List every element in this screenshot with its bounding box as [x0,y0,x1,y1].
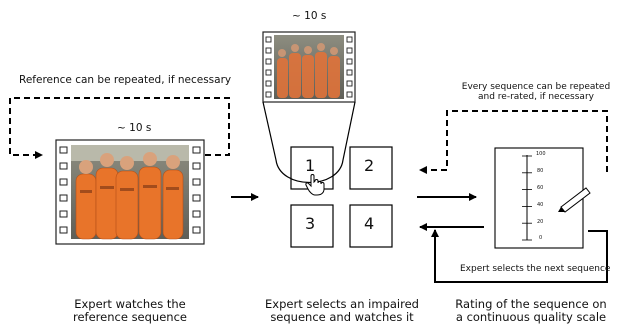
caption-rating: Rating of the sequence on a continuous q… [447,297,615,324]
selection-grid [290,146,393,248]
scale-tick-20: 20 [537,219,544,225]
scale-tick-80: 80 [537,168,544,174]
magnifier-funnel [262,101,356,183]
sequence-repeat-line-1: Every sequence can be repeated [461,82,611,92]
scale-tick-60: 60 [537,185,544,191]
sequence-repeat-loop [419,110,608,174]
caption-reference-line-1: Expert watches the [74,297,186,311]
sequence-box-2[interactable] [349,146,393,190]
grid-cell-label-1: 1 [305,156,316,175]
pen-icon [558,187,591,213]
impaired-duration-label: ~ 10 s [292,10,327,22]
reference-repeat-label: Reference can be repeated, if necessary [19,74,232,86]
caption-reference: Expert watches the reference sequence [45,297,215,324]
caption-selection-line-2: sequence and watches it [270,310,414,324]
caption-selection: Expert selects an impaired sequence and … [248,297,436,324]
rating-sheet [494,147,584,249]
caption-rating-line-1: Rating of the sequence on [455,297,607,311]
scale-tick-100: 100 [536,151,546,157]
sequence-box-4[interactable] [349,204,393,248]
caption-reference-line-2: reference sequence [73,310,187,324]
next-sequence-loop [431,229,608,283]
reference-video-frame [71,145,189,240]
caption-rating-line-2: a continuous quality scale [455,310,607,324]
grid-cell-label-4: 4 [364,214,375,233]
sequence-box-3[interactable] [290,204,334,248]
grid-cell-label-3: 3 [305,214,316,233]
reference-duration-label: ~ 10 s [117,122,152,134]
scale-tick-40: 40 [537,202,544,208]
impaired-film-strip [262,31,356,103]
grid-cell-label-2: 2 [364,156,375,175]
next-sequence-label: Expert selects the next sequence [460,264,611,274]
hand-cursor-icon [305,174,325,196]
impaired-video-frame [274,35,344,99]
sequence-repeat-line-2: and re-rated, if necessary [478,92,594,103]
reference-repeat-loop [9,97,230,159]
reference-film-strip [55,139,205,245]
scale-tick-0: 0 [539,235,543,241]
sequence-repeat-label: Every sequence can be repeated and re-ra… [460,82,612,103]
caption-selection-line-1: Expert selects an impaired [265,297,419,311]
